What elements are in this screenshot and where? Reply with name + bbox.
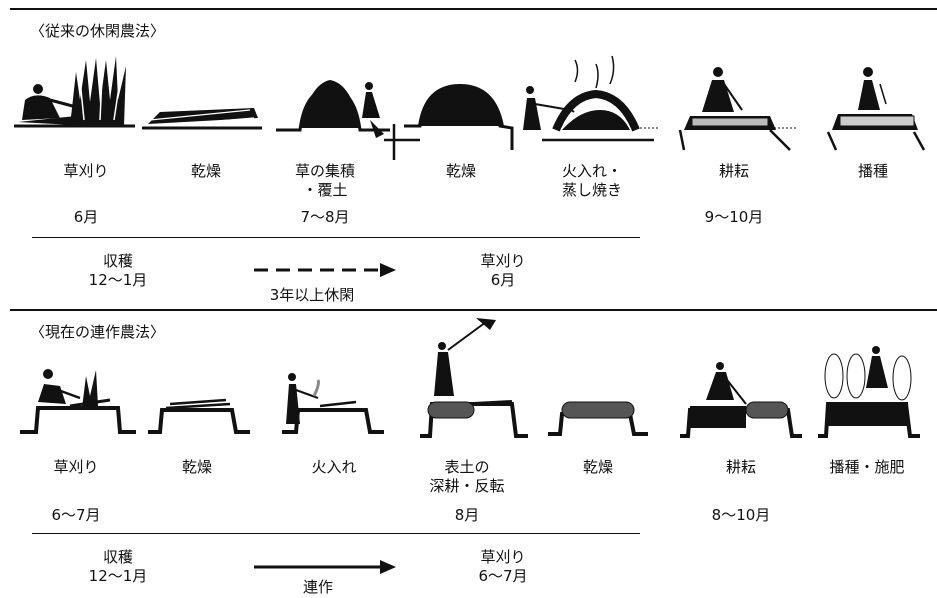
- cutting-grass-figure-icon: [20, 369, 136, 434]
- grass-mound-figure-icon: [276, 80, 420, 160]
- traditional-stage-4-label: 乾燥: [445, 162, 477, 180]
- dashed-arrow-icon: [254, 263, 396, 277]
- traditional-section-title: 〈従来の休閑農法〉: [30, 22, 166, 40]
- current-stage-2-label: 乾燥: [181, 458, 213, 476]
- current-month-2: 8月: [454, 506, 480, 524]
- burning-mound-figure-icon: [523, 55, 660, 142]
- cutting-grass-figure-icon: [14, 56, 135, 128]
- current-stage-3-label: 火入れ: [311, 458, 357, 476]
- current-stage-1-label: 草刈り: [53, 458, 99, 476]
- traditional-stage-2-label: 乾燥: [190, 162, 222, 180]
- traditional-stage-5-label: 火入れ・ 蒸し焼き: [561, 162, 623, 199]
- current-stage-5-label: 乾燥: [582, 458, 614, 476]
- traditional-stage-3-label: 草の集積 ・覆土: [294, 162, 356, 199]
- current-month-1: 6〜7月: [51, 506, 101, 524]
- current-month-3: 8〜10月: [711, 506, 771, 524]
- deep-tilling-figure-icon: [420, 318, 528, 438]
- current-cycle-rule: [32, 533, 640, 534]
- traditional-stage-6-label: 耕耘: [718, 162, 750, 180]
- sowing-figure-icon: [826, 67, 926, 151]
- tilling-figure-icon: [680, 362, 802, 438]
- traditional-fallow-label: 3年以上休閑: [269, 286, 355, 304]
- traditional-month-1: 6月: [73, 208, 99, 226]
- traditional-stage-7-label: 播種: [857, 162, 889, 180]
- traditional-stage-1-label: 草刈り: [63, 162, 109, 180]
- solid-arrow-icon: [254, 560, 396, 574]
- drying-clods-ridge-icon: [548, 401, 648, 436]
- drying-grass-pile-icon: [142, 108, 262, 130]
- traditional-month-3: 9〜10月: [704, 208, 764, 226]
- current-continuous-label: 連作: [302, 578, 334, 596]
- tilling-figure-icon: [678, 67, 798, 151]
- section-divider: [10, 309, 937, 311]
- current-section-title: 〈現在の連作農法〉: [30, 323, 166, 341]
- current-next-cut: 草刈り 6〜7月: [478, 548, 528, 585]
- current-stage-7-label: 播種・施肥: [829, 458, 905, 476]
- current-illustrations: [20, 318, 920, 438]
- current-stage-4-label: 表土の 深耕・反転: [429, 458, 505, 495]
- current-harvest: 収穫 12〜1月: [88, 548, 148, 585]
- traditional-illustrations: [14, 55, 926, 160]
- burning-ridge-figure-icon: [282, 373, 384, 434]
- traditional-harvest: 収穫 12〜1月: [88, 252, 148, 289]
- traditional-cycle-rule: [32, 237, 640, 238]
- traditional-next-cut: 草刈り 6月: [480, 252, 526, 289]
- sowing-fertilizing-figure-icon: [818, 346, 920, 438]
- covered-mound-icon: [404, 84, 514, 150]
- current-stage-6-label: 耕耘: [725, 458, 757, 476]
- top-border-line: [10, 8, 937, 10]
- drying-grass-ridge-icon: [148, 398, 250, 434]
- traditional-month-2: 7〜8月: [300, 208, 350, 226]
